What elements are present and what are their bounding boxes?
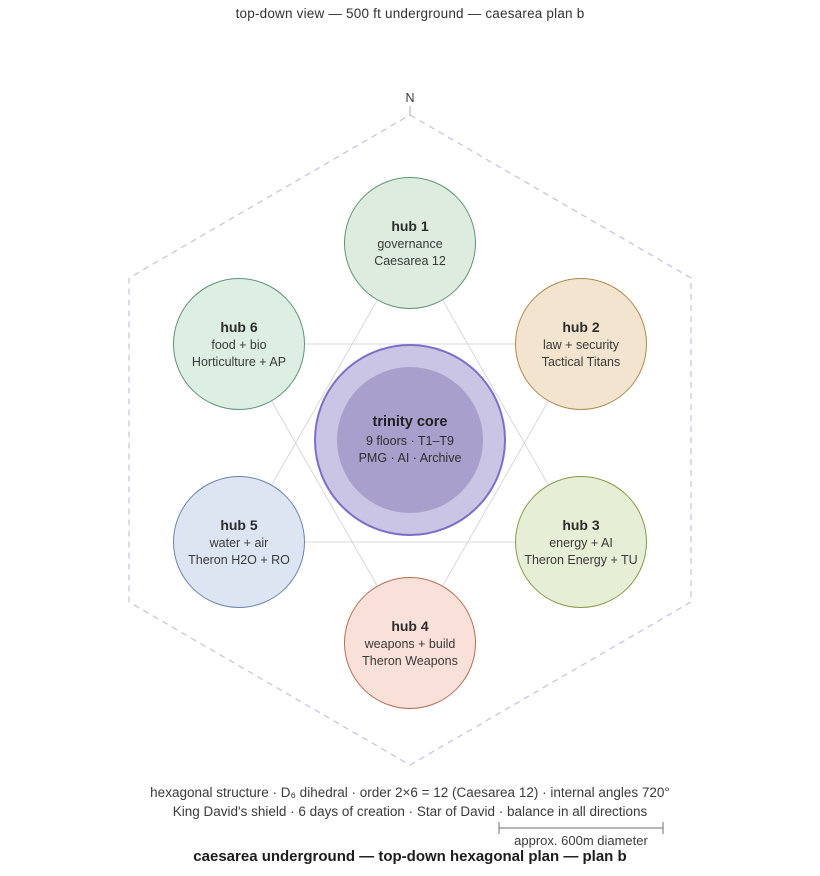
trinity-core-floors: 9 floors · T1–T9 [365, 434, 454, 449]
trinity-core-systems: PMG · AI · Archive [358, 451, 462, 466]
trinity-core-outer-ring: trinity core 9 floors · T1–T9 PMG · AI ·… [314, 344, 506, 536]
hub-1-circle: hub 1 governance Caesarea 12 [344, 177, 476, 309]
hub-5-function: water + air [209, 536, 269, 551]
hub-6-operator: Horticulture + AP [191, 354, 287, 369]
hub-2-name: hub 2 [562, 318, 600, 335]
hub-6-name: hub 6 [220, 318, 258, 335]
hub-3-circle: hub 3 energy + AI Theron Energy + TU [515, 476, 647, 608]
hub-4-operator: Theron Weapons [362, 653, 458, 668]
footer-geometry-note: hexagonal structure · D₆ dihedral · orde… [150, 785, 670, 800]
north-label: N [405, 91, 415, 105]
hub-2-circle: hub 2 law + security Tactical Titans [515, 278, 647, 410]
hub-4-circle: hub 4 weapons + build Theron Weapons [344, 577, 476, 709]
hub-5-operator: Theron H2O + RO [188, 552, 290, 567]
hub-4-function: weapons + build [364, 637, 456, 652]
star-triangle-up [238, 241, 582, 543]
hub-5-name: hub 5 [220, 516, 258, 533]
hub-1-operator: Caesarea 12 [374, 253, 446, 268]
hub-3-function: energy + AI [549, 536, 613, 551]
page-title: top-down view — 500 ft underground — cae… [235, 6, 585, 21]
hub-2-operator: Tactical Titans [541, 354, 621, 369]
scale-bar-label: approx. 600m diameter [514, 833, 648, 848]
hexagon-outline [128, 114, 692, 766]
trinity-core-name: trinity core [372, 413, 448, 430]
plan-caption: caesarea underground — top-down hexagona… [193, 848, 627, 865]
hub-1-name: hub 1 [391, 217, 429, 234]
hub-3-operator: Theron Energy + TU [524, 552, 638, 567]
footer-symbolism-note: King David's shield · 6 days of creation… [172, 804, 648, 819]
hub-4-name: hub 4 [391, 617, 429, 634]
hub-5-circle: hub 5 water + air Theron H2O + RO [173, 476, 305, 608]
scale-bar [498, 822, 664, 834]
hub-1-function: governance [377, 237, 443, 252]
hub-6-circle: hub 6 food + bio Horticulture + AP [173, 278, 305, 410]
hub-6-function: food + bio [211, 338, 267, 353]
trinity-core: trinity core 9 floors · T1–T9 PMG · AI ·… [337, 367, 483, 513]
hub-3-name: hub 3 [562, 516, 600, 533]
hub-2-function: law + security [542, 338, 620, 353]
